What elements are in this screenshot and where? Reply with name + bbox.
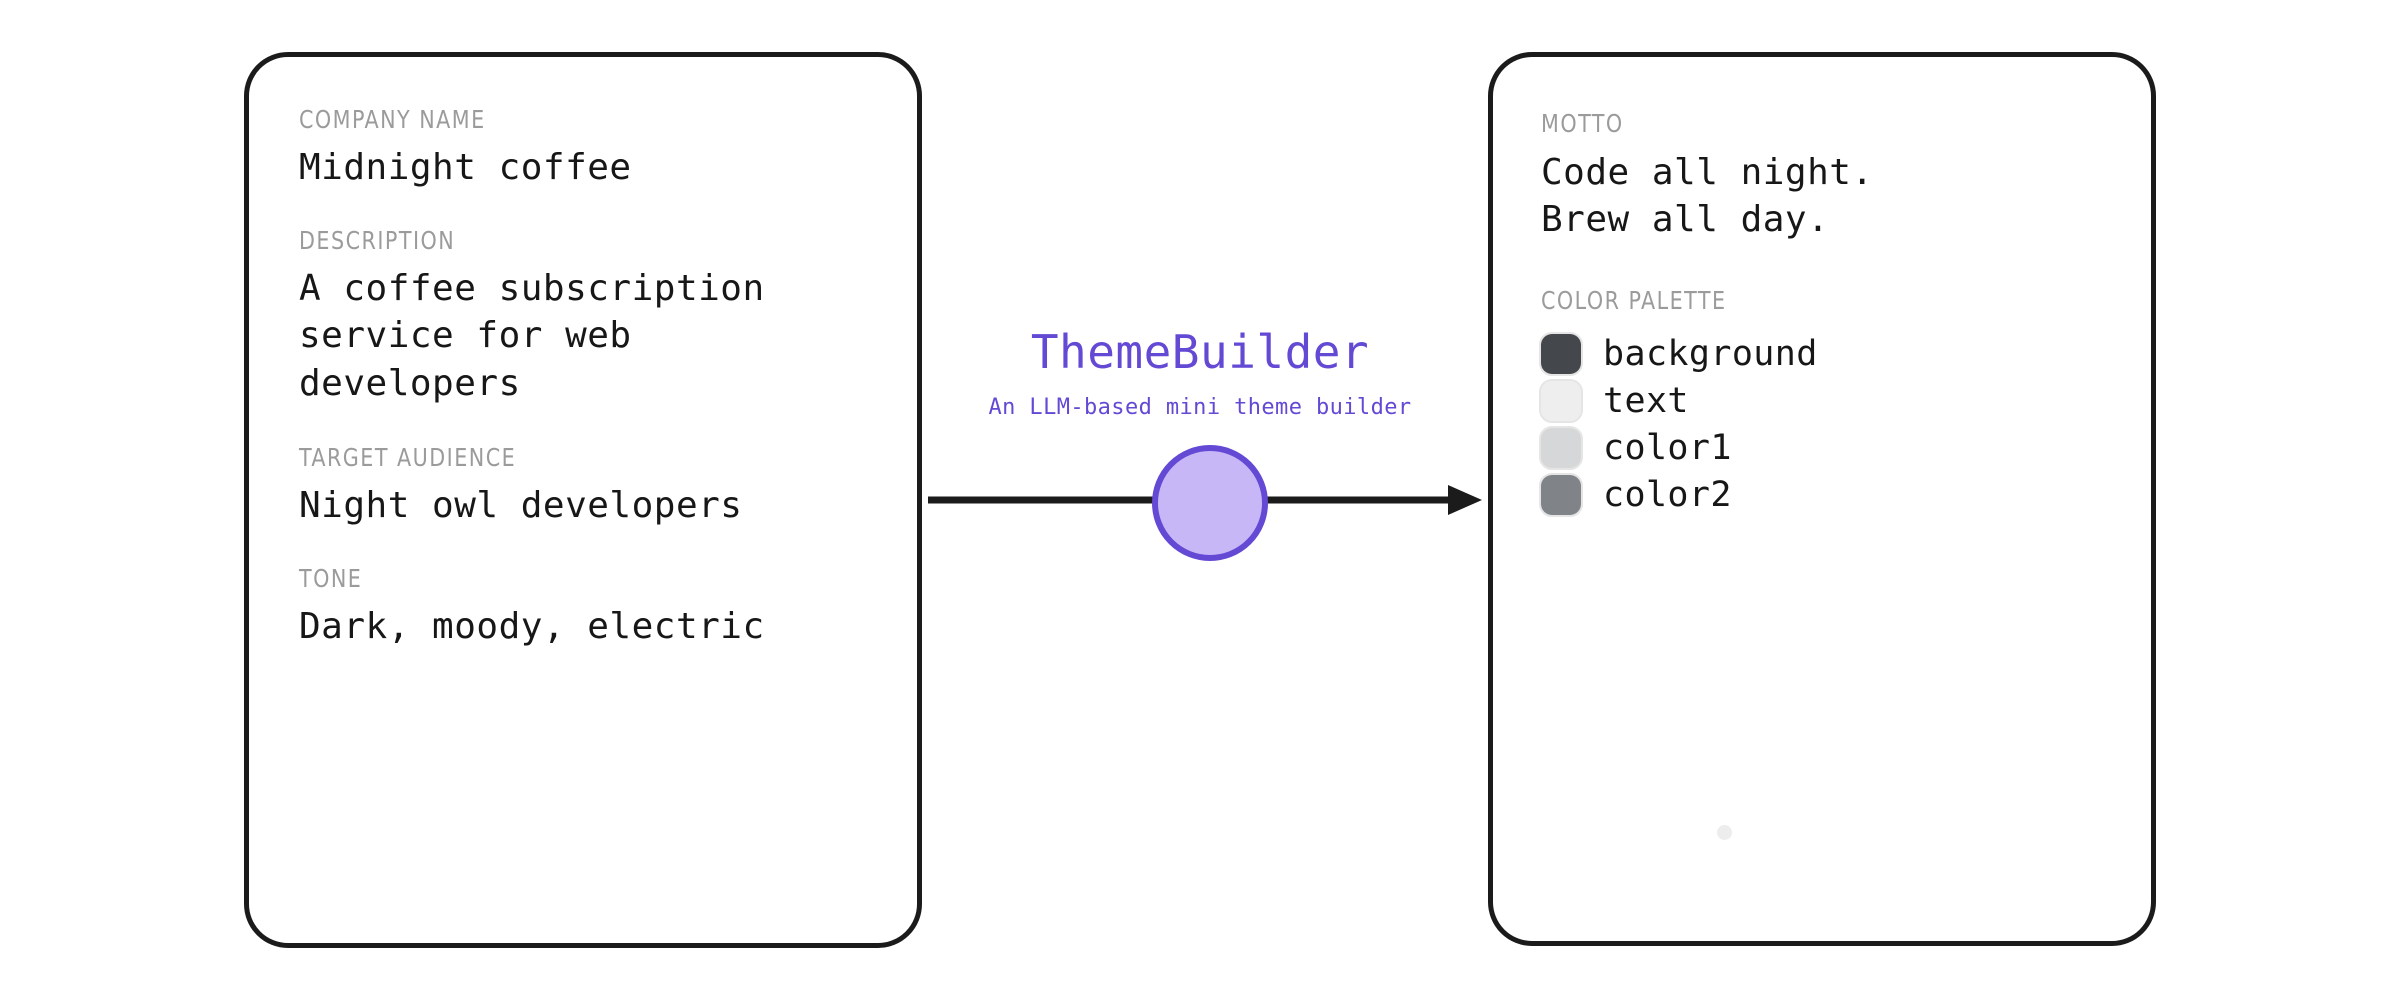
process-node-circle	[1152, 445, 1268, 561]
app-subtitle: An LLM-based mini theme builder	[988, 395, 1412, 420]
palette-row[interactable]: background	[1539, 331, 2151, 378]
color-swatch-label-color1: color1	[1603, 427, 1732, 468]
field-value-company-name: Midnight coffee	[299, 147, 632, 188]
color-swatch-color2[interactable]	[1539, 473, 1583, 518]
field-target-audience: TARGET AUDIENCE Night owl developers	[299, 443, 917, 530]
input-card-body: COMPANY NAME Midnight coffee DESCRIPTION…	[249, 57, 917, 650]
field-value-target-audience: Night owl developers	[299, 485, 743, 527]
field-label-tone: TONE	[299, 563, 363, 593]
field-tone: TONE Dark, moody, electric	[299, 564, 917, 651]
color-swatch-background[interactable]	[1539, 332, 1583, 377]
input-card: COMPANY NAME Midnight coffee DESCRIPTION…	[244, 52, 922, 948]
color-swatch-label-color2: color2	[1603, 474, 1732, 515]
field-label-description: DESCRIPTION	[299, 225, 456, 255]
app-title: ThemeBuilder	[1030, 325, 1370, 379]
field-label-company-name: COMPANY NAME	[299, 105, 486, 134]
output-card: MOTTO Code all night. Brew all day. COLO…	[1488, 52, 2156, 946]
color-swatch-label-background: background	[1603, 333, 1818, 374]
palette-row[interactable]: color1	[1539, 425, 2151, 472]
field-value-description: A coffee subscription service for web de…	[299, 267, 765, 404]
palette-decoration-dot	[1717, 825, 1732, 840]
field-motto: MOTTO Code all night. Brew all day.	[1541, 109, 2151, 244]
field-value-tone: Dark, moody, electric	[299, 605, 765, 647]
field-label-target-audience: TARGET AUDIENCE	[299, 443, 517, 473]
field-company-name: COMPANY NAME Midnight coffee	[299, 105, 917, 192]
field-value-motto: Code all night. Brew all day.	[1541, 152, 1874, 240]
color-swatch-label-text: text	[1603, 380, 1689, 421]
palette-list: background text color1 color2	[1539, 331, 2151, 519]
field-description: DESCRIPTION A coffee subscription servic…	[299, 226, 917, 408]
field-label-motto: MOTTO	[1541, 109, 1624, 138]
field-color-palette: COLOR PALETTE background text color1 col…	[1539, 285, 2151, 519]
palette-row[interactable]: text	[1539, 378, 2151, 425]
output-card-body: MOTTO Code all night. Brew all day. COLO…	[1493, 57, 2151, 519]
palette-row[interactable]: color2	[1539, 472, 2151, 519]
color-swatch-color1[interactable]	[1539, 426, 1583, 471]
field-label-color-palette: COLOR PALETTE	[1541, 285, 1727, 315]
color-swatch-text[interactable]	[1539, 379, 1583, 424]
